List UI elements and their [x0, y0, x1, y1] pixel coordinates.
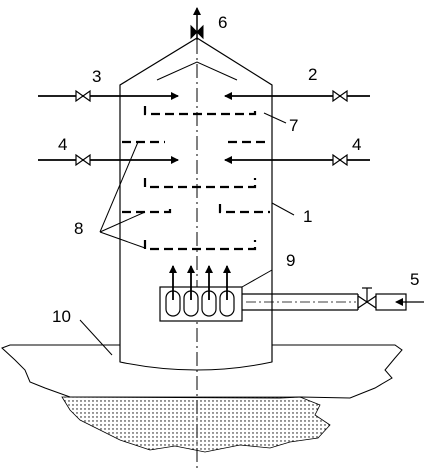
label-apparatus-body: 1 [303, 207, 312, 226]
feed-pipe [242, 287, 424, 311]
label-inlet-mid-right: 4 [352, 135, 361, 154]
label-upper-baffle: 7 [289, 116, 298, 135]
baffle-5 [143, 240, 257, 251]
ground-surface [1, 344, 403, 399]
baffle-4-left [122, 204, 172, 214]
inlet-pipe-top-right [224, 89, 370, 103]
inlet-pipe-mid-left [38, 153, 179, 167]
baffle-4-right [218, 204, 270, 214]
baffles [122, 106, 270, 251]
label-inlet-top-right: 2 [308, 65, 317, 84]
top-outlet-valve [190, 7, 204, 40]
label-top-outlet: 6 [218, 13, 227, 32]
flame-arrows [169, 265, 231, 300]
label-inlet-top-left: 3 [92, 67, 101, 86]
burner-block [159, 286, 243, 322]
baffle-3 [143, 178, 257, 189]
label-baffles: 8 [74, 219, 83, 238]
dotted-deposit [61, 396, 331, 453]
label-burner-block: 9 [286, 251, 295, 270]
inlet-pipe-mid-right [224, 153, 370, 167]
baffle-1 [143, 106, 257, 116]
inlet-pipe-top-left [38, 89, 179, 103]
label-feed-inlet: 5 [410, 270, 419, 289]
label-inlet-mid-left: 4 [58, 135, 67, 154]
label-ground: 10 [52, 307, 71, 326]
leader-lines [79, 112, 295, 356]
